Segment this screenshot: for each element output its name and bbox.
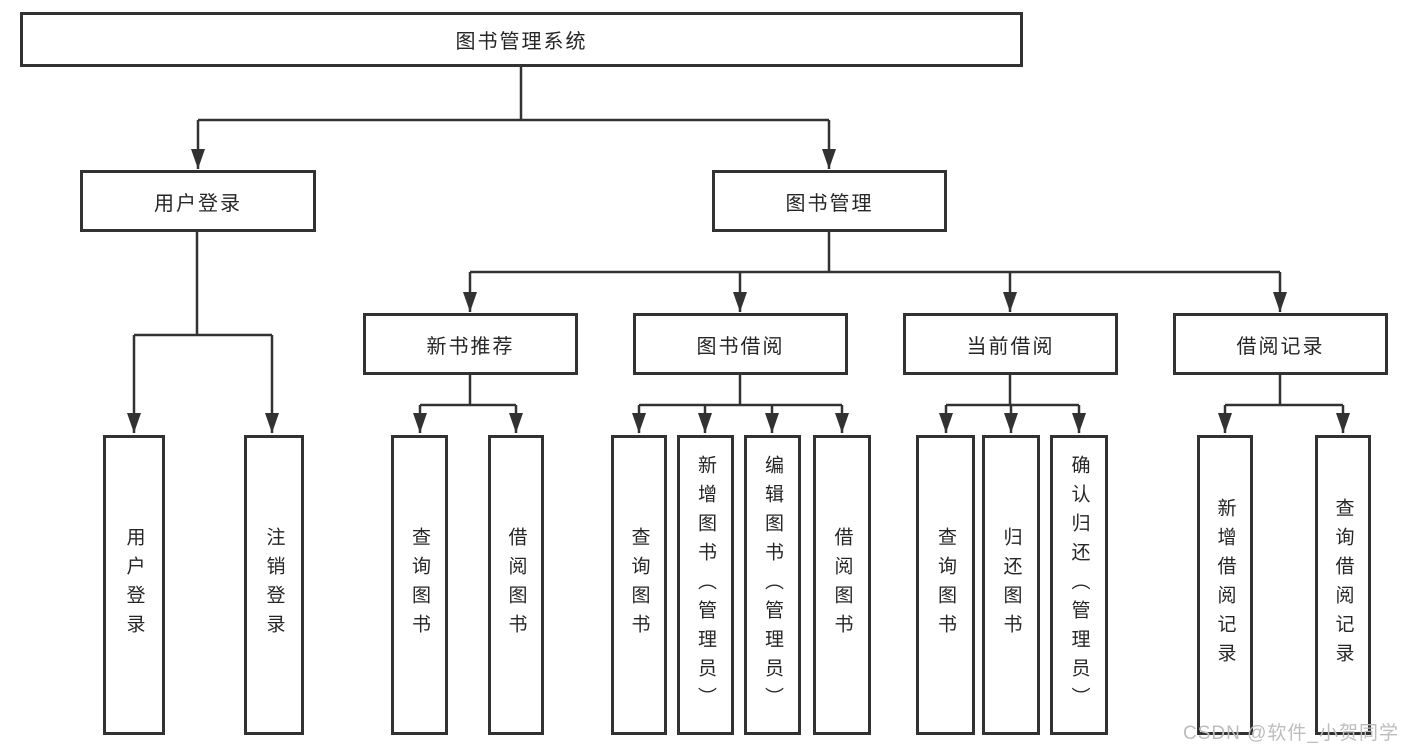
leaf-logout: 注销登录 <box>244 435 304 735</box>
node-user-login: 用户登录 <box>80 170 316 232</box>
leaf-borrow-books-2: 借阅图书 <box>813 435 871 735</box>
node-new-book-recommendation: 新书推荐 <box>363 313 578 375</box>
node-current-borrowing: 当前借阅 <box>903 313 1118 375</box>
leaf-query-borrow-record-label: 查询借阅记录 <box>1332 498 1354 672</box>
node-root-label: 图书管理系统 <box>455 31 588 53</box>
node-root-system: 图书管理系统 <box>20 12 1023 67</box>
node-current-borrowing-label: 当前借阅 <box>966 335 1055 358</box>
leaf-query-books-3-label: 查询图书 <box>935 527 956 643</box>
node-new-book-recommendation-label: 新书推荐 <box>426 335 515 358</box>
node-book-management-label: 图书管理 <box>785 192 874 215</box>
csdn-watermark: CSDN @软件_小贺同学 <box>1183 723 1399 744</box>
leaf-query-books-2-label: 查询图书 <box>628 527 650 643</box>
leaf-user-login: 用户登录 <box>103 435 165 735</box>
leaf-add-borrow-record-label: 新增借阅记录 <box>1214 498 1236 672</box>
leaf-add-books-admin: 新增图书（管理员） <box>677 435 734 735</box>
leaf-add-books-admin-label: 新增图书（管理员） <box>695 454 716 716</box>
leaf-user-login-label: 用户登录 <box>123 527 145 643</box>
leaf-logout-label: 注销登录 <box>263 527 285 643</box>
leaf-return-books-label: 归还图书 <box>1000 527 1022 643</box>
leaf-add-borrow-record: 新增借阅记录 <box>1197 435 1253 735</box>
leaf-confirm-return-admin-label: 确认归还（管理员） <box>1068 454 1090 716</box>
leaf-borrow-books-1: 借阅图书 <box>488 435 544 735</box>
leaf-query-books-3: 查询图书 <box>916 435 975 735</box>
leaf-borrow-books-2-label: 借阅图书 <box>831 527 853 643</box>
node-borrowing-records-label: 借阅记录 <box>1236 335 1325 358</box>
node-book-borrowing: 图书借阅 <box>633 313 848 375</box>
node-book-borrowing-label: 图书借阅 <box>696 335 785 358</box>
leaf-borrow-books-1-label: 借阅图书 <box>505 527 527 643</box>
leaf-query-books-1: 查询图书 <box>391 435 448 735</box>
leaf-query-books-1-label: 查询图书 <box>409 527 430 643</box>
leaf-edit-books-admin: 编辑图书（管理员） <box>744 435 801 735</box>
leaf-query-borrow-record: 查询借阅记录 <box>1315 435 1371 735</box>
node-user-login-label: 用户登录 <box>154 192 242 215</box>
leaf-query-books-2: 查询图书 <box>611 435 667 735</box>
leaf-edit-books-admin-label: 编辑图书（管理员） <box>762 454 783 716</box>
leaf-confirm-return-admin: 确认归还（管理员） <box>1050 435 1108 735</box>
node-book-management: 图书管理 <box>712 170 947 232</box>
node-borrowing-records: 借阅记录 <box>1173 313 1388 375</box>
leaf-return-books: 归还图书 <box>982 435 1040 735</box>
